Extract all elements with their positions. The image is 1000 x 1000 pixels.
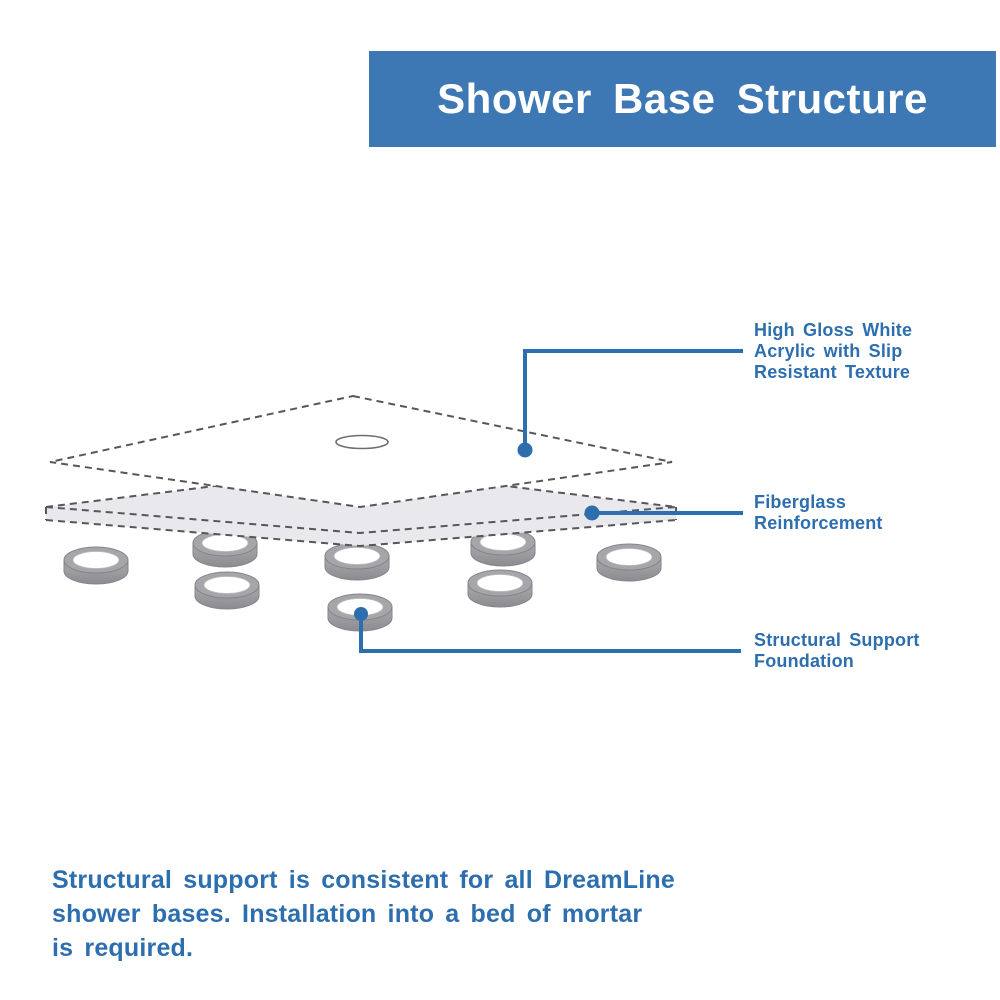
- footer-note-line: Structural support is consistent for all…: [52, 866, 676, 894]
- support-ring-front-right: [467, 569, 533, 608]
- support-ring-back-center: [324, 542, 390, 581]
- callout-label-line: Fiberglass: [754, 492, 847, 512]
- support-ring-front-far-left: [63, 546, 129, 585]
- callout-label-line: Reinforcement: [754, 513, 883, 533]
- callout-line-acrylic: [517, 349, 743, 458]
- support-ring-front-far-right: [596, 543, 662, 582]
- support-ring-front-left: [194, 571, 260, 610]
- page-title: Shower Base Structure: [437, 75, 928, 122]
- callout-label-line: Acrylic with Slip: [754, 341, 903, 361]
- callout-label-line: High Gloss White: [754, 320, 913, 340]
- acrylic-layer: [49, 394, 673, 509]
- title-banner: Shower Base Structure: [369, 51, 996, 147]
- callout-label-line: Resistant Texture: [754, 362, 911, 382]
- footer-note-line: shower bases. Installation into a bed of…: [52, 900, 643, 928]
- callout-line-foundation: [354, 607, 741, 653]
- footer-note: Structural support is consistent for all…: [52, 863, 675, 965]
- callout-line-fiberglass: [584, 505, 743, 521]
- callout-label-line: Foundation: [754, 651, 854, 671]
- callout-label-fiberglass: Fiberglass Reinforcement: [754, 492, 883, 534]
- callout-label-foundation: Structural Support Foundation: [754, 630, 920, 672]
- footer-note-line: is required.: [52, 934, 194, 962]
- callout-label-line: Structural Support: [754, 630, 920, 650]
- callout-label-acrylic: High Gloss White Acrylic with Slip Resis…: [754, 320, 912, 383]
- drain-hole: [335, 434, 389, 450]
